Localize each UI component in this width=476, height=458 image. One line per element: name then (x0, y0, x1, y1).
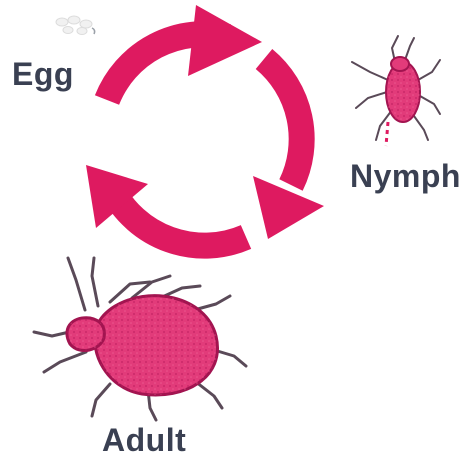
arrowhead-egg-to-nymph (188, 5, 262, 76)
nymph-stage-label: Nymph (350, 160, 461, 192)
egg-cluster (56, 16, 95, 35)
cycle-arrows (86, 5, 324, 246)
adult-bug-illustration (34, 258, 246, 420)
egg-stage-label: Egg (12, 58, 74, 90)
adult-stage-label: Adult (102, 424, 186, 456)
nymph-bug-illustration (352, 36, 440, 146)
arrow-nymph-to-adult (264, 59, 302, 185)
arrowhead-nymph-to-adult (253, 176, 324, 239)
arrow-adult-to-egg (112, 189, 246, 246)
